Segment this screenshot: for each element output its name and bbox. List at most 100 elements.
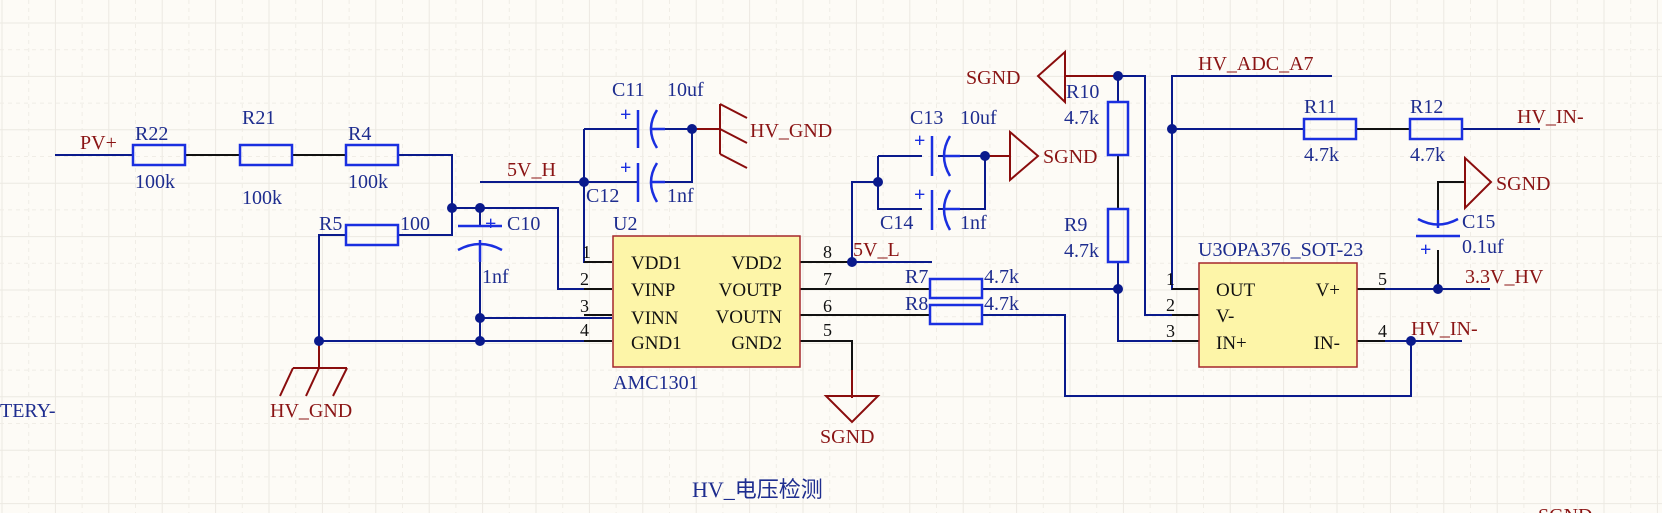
value-c15: 0.1uf	[1462, 236, 1504, 258]
value-c14: 1nf	[960, 212, 987, 234]
pin-name: GND2	[731, 333, 782, 354]
designator-r9: R9	[1064, 214, 1087, 236]
junction	[475, 313, 485, 323]
pin-name: OUT	[1216, 280, 1255, 301]
resistor-r9[interactable]: R9 4.7k	[1064, 207, 1130, 264]
net-label-pv-plus[interactable]: PV+	[80, 132, 117, 154]
pin-number: 3	[1166, 321, 1175, 341]
junction	[447, 203, 457, 213]
sheet-title: HV_电压检测	[692, 477, 823, 502]
capacitor-c14[interactable]: + C14 1nf	[880, 184, 987, 234]
wire-c13-right[interactable]	[938, 155, 986, 210]
resistor-r4[interactable]: R4 100k	[344, 123, 400, 193]
net-label-hv-in-minus[interactable]: HV_IN-	[1411, 318, 1478, 340]
designator-r12: R12	[1410, 96, 1443, 118]
designator-r7: R7	[905, 266, 928, 288]
pin-name: IN-	[1314, 333, 1340, 354]
wire-r10-to-vminus[interactable]	[1118, 75, 1200, 316]
pin-number: 5	[823, 320, 832, 340]
net-label-5v-l[interactable]: 5V_L	[853, 239, 900, 261]
power-label-sgnd: SGND	[966, 67, 1020, 89]
pin-number: 4	[580, 320, 589, 340]
capacitor-c13[interactable]: + C13 10uf	[910, 107, 997, 177]
pin-name: V-	[1216, 306, 1234, 327]
power-label-hv-gnd: HV_GND	[750, 120, 832, 142]
pin-u2-5	[800, 340, 853, 390]
resistor-r12[interactable]: R12 4.7k	[1408, 96, 1464, 166]
junction	[1433, 284, 1443, 294]
net-label-3v3-hv[interactable]: 3.3V_HV	[1465, 266, 1544, 288]
power-label-sgnd: SGND	[1538, 505, 1592, 513]
wire-r5-gnd[interactable]	[318, 234, 346, 341]
resistor-r11[interactable]: R11 4.7k	[1302, 96, 1358, 166]
value-c11: 10uf	[667, 79, 704, 101]
value-r4: 100k	[348, 171, 388, 193]
value-r12: 4.7k	[1410, 144, 1445, 166]
junction	[980, 151, 990, 161]
pin-number: 2	[1166, 295, 1175, 315]
polarity-mark: +	[620, 157, 631, 179]
wire-5v-l-up[interactable]	[851, 181, 878, 262]
junctions	[314, 71, 1443, 346]
junction	[475, 203, 485, 213]
designator-r4: R4	[348, 123, 371, 145]
wire-c11-right[interactable]	[652, 128, 693, 183]
power-port-sgnd-r10[interactable]: SGND	[966, 49, 1066, 105]
pin-number: 1	[582, 242, 591, 262]
pin-name: IN+	[1216, 333, 1247, 354]
power-port-hv-gnd-top[interactable]: HV_GND	[719, 103, 832, 169]
designator-r21: R21	[242, 107, 275, 129]
capacitor-c12[interactable]: + C12 1nf	[586, 157, 694, 207]
capacitor-c10[interactable]: + C10 1nf	[457, 213, 540, 288]
power-label-sgnd: SGND	[1043, 146, 1097, 168]
ic-u3[interactable]: U3OPA376_SOT-23 1 2 3 OUT V- IN+ 5 4 V+ …	[1166, 239, 1387, 368]
polarity-mark: +	[485, 213, 496, 235]
resistor-r22[interactable]: R22 100k	[131, 123, 187, 193]
wire-c15-top	[1437, 181, 1465, 222]
pin-name: VINP	[631, 280, 675, 301]
wire-r4-node[interactable]	[398, 154, 453, 236]
resistor-r21[interactable]: R21 100k	[238, 107, 294, 209]
net-label-hv-adc-a7[interactable]: HV_ADC_A7	[1198, 53, 1314, 75]
resistor-r8[interactable]: R8 4.7k	[905, 293, 1019, 326]
value-r10: 4.7k	[1064, 107, 1099, 129]
junction	[1167, 124, 1177, 134]
designator-c10: C10	[507, 213, 540, 235]
junction	[847, 257, 857, 267]
net-label-5v-h[interactable]: 5V_H	[507, 159, 556, 181]
polarity-mark: +	[914, 130, 925, 152]
pin-number: 3	[580, 296, 589, 316]
designator-r8: R8	[905, 293, 928, 315]
pin-name: VDD2	[731, 253, 782, 274]
junction	[314, 336, 324, 346]
pin-number: 8	[823, 242, 832, 262]
resistor-r7[interactable]: R7 4.7k	[905, 266, 1019, 300]
value-r22: 100k	[135, 171, 175, 193]
capacitor-c11[interactable]: + C11 10uf	[612, 79, 704, 149]
resistor-r10[interactable]: R10 4.7k	[1064, 81, 1130, 157]
power-port-sgnd-u2[interactable]: SGND	[820, 395, 881, 448]
power-port-sgnd-offscreen[interactable]: SGND	[1538, 505, 1592, 513]
ic-u2[interactable]: U2 AMC1301 1 2 3 4 VDD1 VINP VINN GND1 8…	[580, 213, 832, 394]
resistor-r5[interactable]: R5 100	[319, 213, 430, 247]
designator-c15: C15	[1462, 211, 1495, 233]
wire-c13-left[interactable]	[877, 156, 922, 210]
pin-name: VDD1	[631, 253, 682, 274]
pin-name: VINN	[631, 308, 679, 329]
pin-number: 4	[1378, 321, 1387, 341]
designator-u2: U2	[613, 213, 637, 235]
designator-r5: R5	[319, 213, 342, 235]
value-c12: 1nf	[667, 185, 694, 207]
wire-r9-bottom[interactable]	[1117, 262, 1200, 342]
power-port-sgnd-c13[interactable]: SGND	[1009, 129, 1097, 183]
pin-number: 2	[580, 269, 589, 289]
polarity-mark: +	[620, 104, 631, 126]
net-label-hv-in-minus[interactable]: HV_IN-	[1517, 106, 1584, 128]
designator-r10: R10	[1066, 81, 1099, 103]
power-port-hv-gnd-bottom[interactable]: HV_GND	[270, 367, 352, 422]
junction	[687, 124, 697, 134]
power-port-sgnd-c15[interactable]: SGND	[1464, 155, 1550, 211]
capacitor-c15[interactable]: + C15 0.1uf	[1416, 210, 1504, 261]
net-label-battery-minus[interactable]: TERY-	[0, 400, 56, 422]
